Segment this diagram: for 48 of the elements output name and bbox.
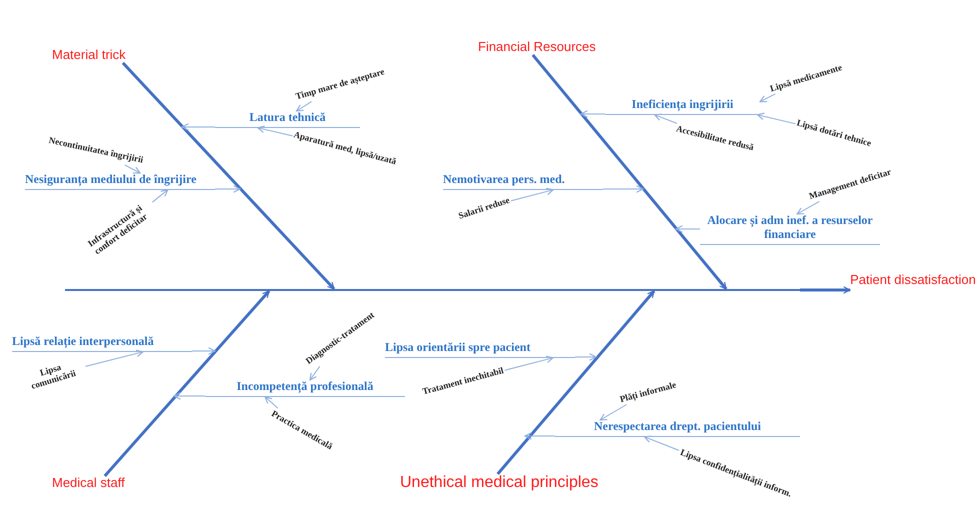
bone-arrow: [496, 290, 656, 475]
arrow: [524, 432, 556, 440]
spine-line: [65, 289, 800, 291]
cause-label: Lipsă relație interpersonală: [12, 335, 192, 352]
cause-label: Incompetență profesională: [205, 380, 405, 397]
category-label: Financial Resources: [478, 40, 618, 55]
arrow: [759, 93, 776, 102]
arrow: [296, 101, 312, 112]
arrow: [264, 396, 278, 409]
arrow: [124, 164, 141, 174]
bone-arrow: [800, 286, 851, 294]
arrow: [756, 112, 796, 124]
subcause-label: Timp mare de așteptare: [294, 66, 386, 102]
cause-label: Nemotivarea pers. med.: [443, 173, 603, 190]
cause-label: Ineficiența ingrijirii: [605, 98, 760, 115]
arrow: [309, 366, 320, 381]
arrow: [796, 200, 820, 215]
cause-label: Lipsa orientării spre pacient: [385, 341, 575, 358]
category-label: Unethical medical principles: [400, 474, 640, 492]
cause-label: Nesiguranța mediului de îngrijire: [25, 173, 215, 190]
arrow: [602, 185, 644, 193]
bone-arrow: [104, 290, 270, 477]
category-label: Material trick: [52, 48, 162, 63]
arrow: [574, 353, 597, 361]
subcause-label: Lipsă dotări tehnice: [796, 117, 872, 149]
arrow: [675, 225, 700, 233]
subcause-label: Salarii reduse: [457, 194, 511, 222]
arrow: [214, 185, 241, 193]
arrow: [504, 356, 554, 371]
arrow: [600, 404, 628, 421]
arrow: [510, 188, 554, 202]
arrow: [192, 347, 216, 355]
cause-label: Latura tehnică: [215, 111, 360, 128]
arrow: [181, 123, 216, 131]
cause-label: Nerespectarea drept. pacientului: [555, 420, 800, 437]
arrow: [85, 350, 144, 367]
arrow: [644, 436, 680, 451]
cause-label: Alocare și adm inef. a resurselor financiare: [700, 214, 880, 245]
arrow: [580, 110, 606, 118]
bone-arrow: [122, 62, 336, 290]
subcause-label: Plăți informale: [618, 380, 678, 404]
arrow: [257, 126, 294, 136]
effect-label: Patient dissatisfaction: [850, 266, 976, 294]
category-label: Medical staff: [52, 476, 152, 491]
arrow: [654, 114, 678, 124]
arrow: [173, 392, 206, 400]
arrow: [152, 189, 168, 203]
bone-arrow: [532, 54, 728, 290]
